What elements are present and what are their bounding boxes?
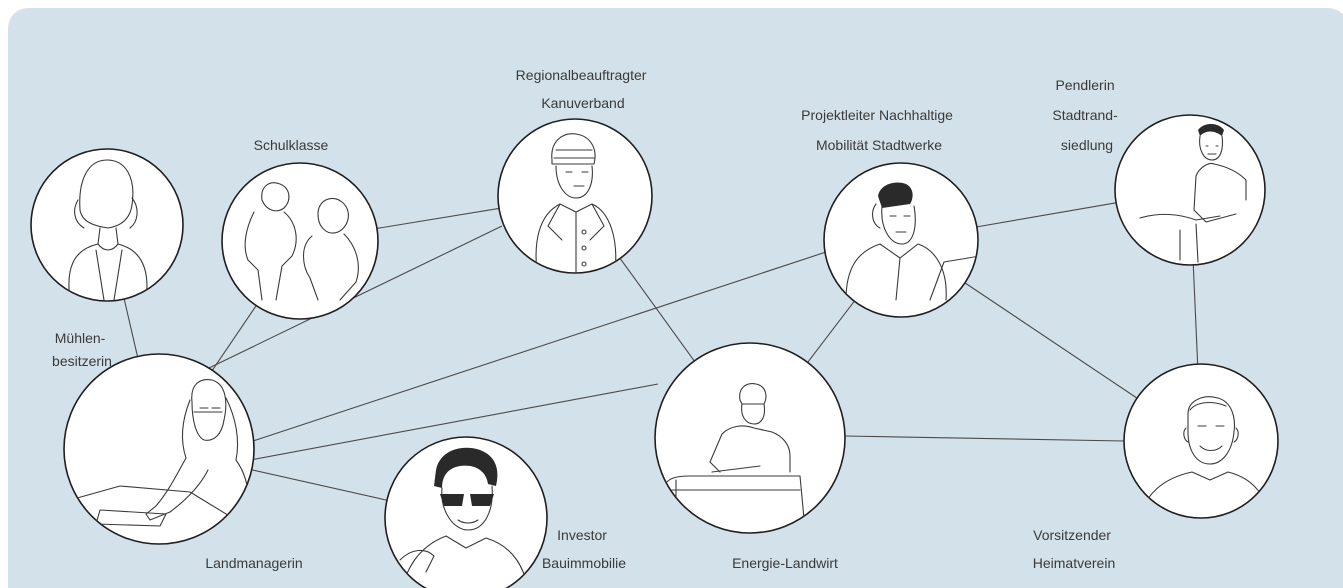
edge-stadtwerke-landmanagerin xyxy=(249,251,827,443)
edge-schulklasse-kanuverband xyxy=(376,207,500,229)
edge-landmanagerin-energie xyxy=(249,383,659,461)
edge-landmanagerin-investor xyxy=(251,469,388,501)
edge-energie-heimatverein xyxy=(844,435,1125,442)
edge-kanuverband-energie xyxy=(619,258,695,362)
man-sunglasses-sketch-icon xyxy=(399,447,531,588)
node-kanuverband xyxy=(497,118,653,274)
portrait-circle xyxy=(63,353,255,545)
connection-lines xyxy=(123,202,1199,501)
portrait-circle xyxy=(654,342,846,534)
woman-cyclist-sketch-icon xyxy=(1139,124,1247,263)
portrait-circle xyxy=(823,162,979,318)
node-muehlenbesitzerin xyxy=(30,148,184,302)
label-energie: Energie-Landwirt xyxy=(732,555,838,571)
edge-stadtwerke-pendlerin xyxy=(976,202,1117,228)
portrait-circle xyxy=(1114,114,1266,266)
woman-portrait-sketch-icon xyxy=(68,159,148,301)
node-investor xyxy=(384,436,548,588)
label-muehlenbesitzerin: Mühlen- besitzerin xyxy=(52,330,112,369)
label-landmanagerin: Landmanagerin xyxy=(205,555,302,571)
node-stadtwerke xyxy=(823,162,979,318)
node-pendlerin xyxy=(1114,114,1266,266)
node-energie xyxy=(654,342,846,534)
edge-muehlenbesitzerin-landmanagerin xyxy=(123,298,139,357)
edge-kanuverband-landmanagerin xyxy=(208,225,503,369)
node-heimatverein xyxy=(1123,363,1279,519)
label-stadtwerke: Projektleiter Nachhaltige Mobilität Stad… xyxy=(801,107,957,153)
portrait-circle xyxy=(497,118,653,274)
edge-stadtwerke-heimatverein xyxy=(964,282,1138,399)
label-investor: Investor Bauimmobilie xyxy=(542,527,626,571)
node-schulklasse xyxy=(221,162,379,320)
edge-stadtwerke-energie xyxy=(807,300,855,363)
portrait-circle xyxy=(384,436,548,588)
label-kanuverband: Regionalbeauftragter Kanuverband xyxy=(516,67,651,111)
edge-schulklasse-landmanagerin xyxy=(211,305,257,371)
label-pendlerin: Pendlerin Stadtrand- siedlung xyxy=(1052,77,1121,153)
label-heimatverein: Vorsitzender Heimatverein xyxy=(1033,527,1115,571)
children-sketch-icon xyxy=(244,182,359,301)
portrait-circle xyxy=(1123,363,1279,519)
edge-pendlerin-heimatverein xyxy=(1192,264,1199,365)
portrait-circle xyxy=(30,148,184,302)
portrait-circle xyxy=(221,162,379,320)
node-landmanagerin xyxy=(63,353,255,545)
label-schulklasse: Schulklasse xyxy=(254,137,329,153)
man-winter-coat-sketch-icon xyxy=(535,133,617,273)
